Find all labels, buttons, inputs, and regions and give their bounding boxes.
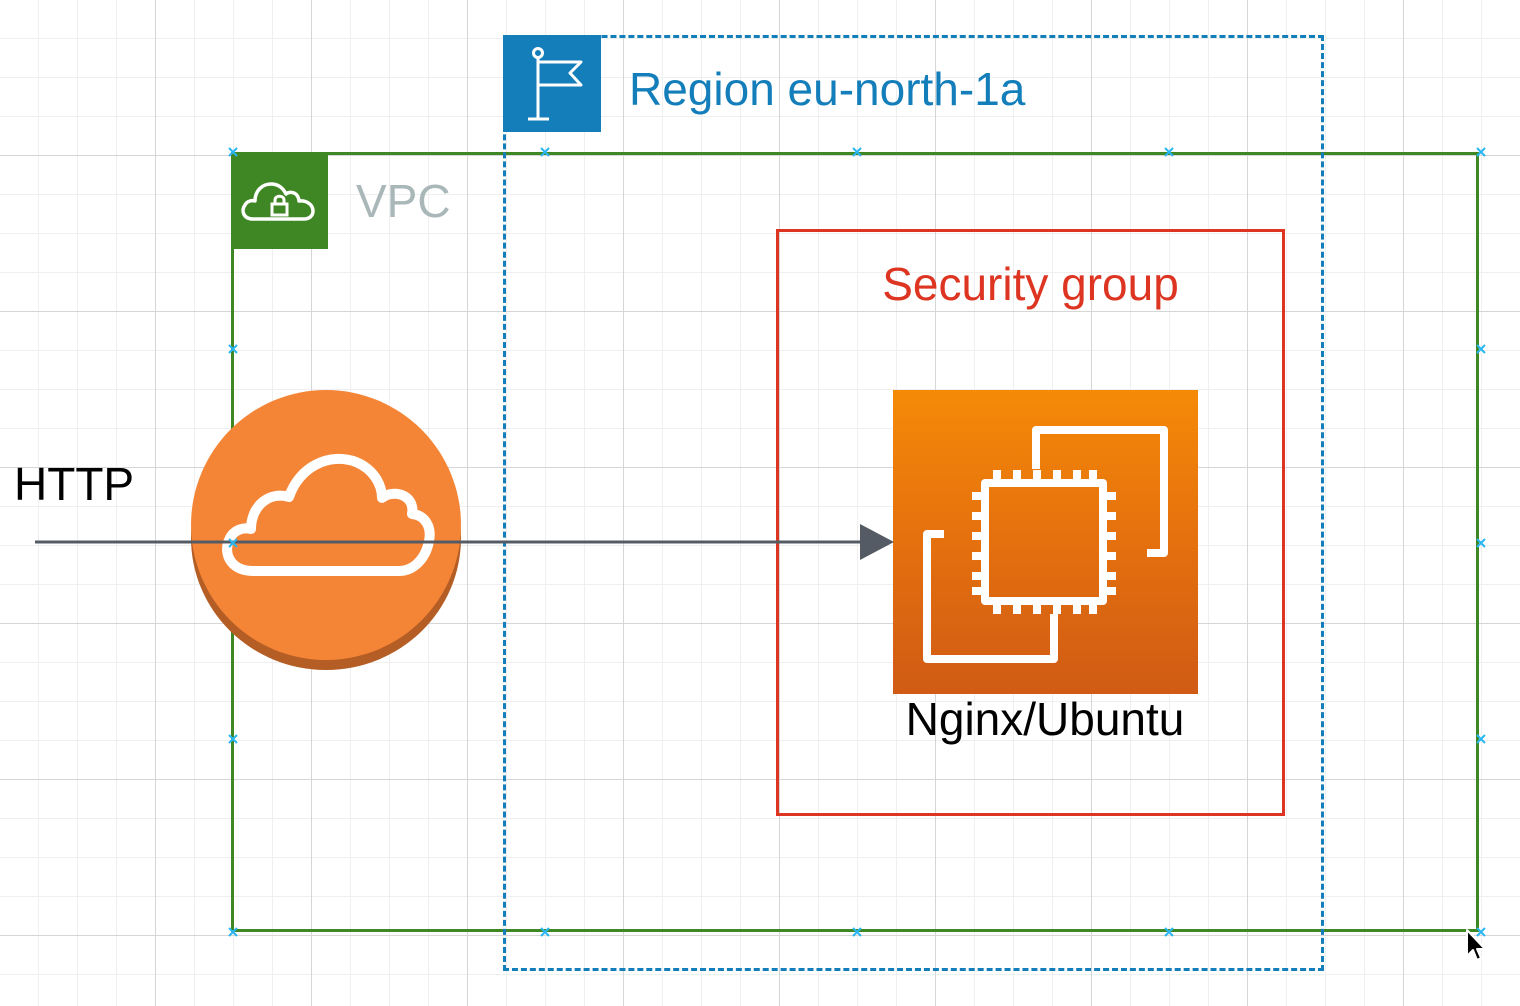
security-group[interactable] [776, 229, 1285, 816]
region-icon-tile [503, 35, 601, 132]
http-label: HTTP [14, 458, 135, 510]
ec2-label: Nginx/Ubuntu [905, 693, 1185, 745]
internet-gateway[interactable] [191, 390, 463, 672]
region-group[interactable] [503, 35, 1324, 971]
flag-icon [528, 47, 583, 121]
mouse-cursor-icon [1466, 929, 1486, 961]
cloud-icon [222, 453, 435, 576]
vpc-icon-tile [231, 152, 328, 249]
vpc-label: VPC [356, 175, 451, 227]
cloud-lock-icon [241, 182, 315, 221]
ec2-chip-icon [923, 426, 1168, 663]
ec2-instance[interactable] [893, 390, 1198, 694]
security-group-label: Security group [882, 258, 1179, 310]
region-label: Region eu-north-1a [629, 63, 1026, 115]
